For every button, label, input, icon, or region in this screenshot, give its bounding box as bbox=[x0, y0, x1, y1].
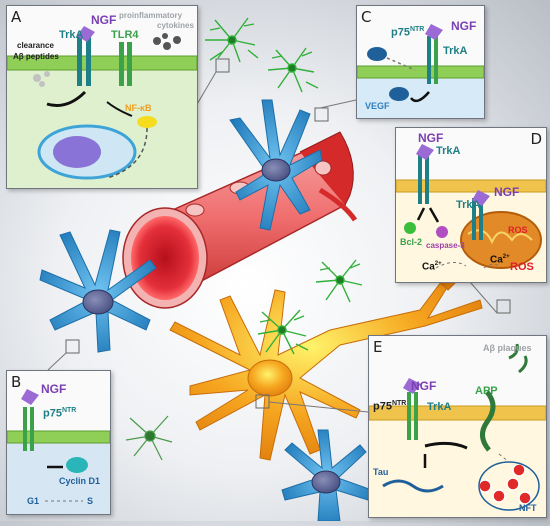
zoom-box-e bbox=[255, 394, 270, 409]
microglia-gray bbox=[125, 415, 173, 461]
panel-a-cytokines-line1: proinflammatory bbox=[119, 11, 183, 20]
panel-e-plaques-label: Aβ plaques bbox=[483, 343, 532, 353]
zoom-box-b bbox=[65, 339, 80, 354]
panel-e-p75-label: p75NTR bbox=[373, 400, 406, 413]
panel-e: E NGF p75NTR TrkA APP Aβ plaques Tau NFT bbox=[368, 335, 547, 518]
panel-b-g1-label: G1 bbox=[27, 496, 40, 506]
panel-d-graphic bbox=[396, 144, 546, 282]
panel-b-graphic bbox=[7, 389, 110, 514]
panel-d-ros2-label: ROS bbox=[510, 261, 534, 273]
panel-d-ca2-label: Ca2+ bbox=[490, 254, 510, 265]
microglia-center bbox=[257, 309, 309, 355]
panel-b-cyclin-label: Cyclin D1 bbox=[59, 476, 101, 486]
panel-c-ngf-label: NGF bbox=[451, 19, 477, 33]
panel-e-app-label: APP bbox=[475, 385, 498, 397]
microglia-middle bbox=[315, 259, 363, 303]
panel-d: D NGF TrkA NGF TrkA Bcl-2 caspase-3 Ca2+… bbox=[395, 127, 547, 283]
panel-c-p75-sup: NTR bbox=[409, 26, 425, 33]
panel-a-clearance-label: clearance bbox=[17, 41, 54, 50]
panel-c-p75-text: p75 bbox=[391, 26, 410, 39]
panel-e-nft-label: NFT bbox=[519, 503, 537, 513]
panel-b-letter: B bbox=[11, 373, 22, 391]
panel-b-s-label: S bbox=[87, 496, 94, 506]
panel-a-letter: A bbox=[11, 8, 22, 26]
panel-a-nfkb-label: NF-κB bbox=[125, 103, 152, 113]
astrocyte-bottom bbox=[281, 429, 373, 522]
panel-b-ngf-label: NGF bbox=[41, 382, 67, 396]
panel-b-p75-label: p75NTR bbox=[43, 407, 76, 420]
panel-d-ca1-text: Ca bbox=[422, 261, 435, 273]
panel-c: C NGF p75NTR TrkA VEGF bbox=[356, 5, 485, 119]
panel-d-ca2-sup: 2+ bbox=[502, 254, 510, 260]
panel-d-letter: D bbox=[530, 130, 542, 148]
panel-a-cytokines-line2: cytokines bbox=[157, 21, 194, 30]
panel-b: B NGF p75NTR Cyclin D1 G1 S bbox=[6, 370, 111, 515]
panel-d-caspase-label: caspase-3 bbox=[426, 241, 465, 250]
panel-c-p75-label: p75NTR bbox=[391, 26, 424, 39]
panel-a-abeta-label: Aβ peptides bbox=[13, 52, 59, 61]
panel-c-graphic bbox=[357, 24, 484, 118]
panel-e-tau-label: Tau bbox=[373, 467, 389, 477]
panel-a-graphic bbox=[7, 26, 197, 188]
panel-e-graphic bbox=[369, 343, 546, 517]
panel-d-bcl2-label: Bcl-2 bbox=[400, 237, 423, 247]
zoom-box-a bbox=[215, 58, 230, 73]
panel-c-letter: C bbox=[361, 8, 372, 26]
panel-d-ros1-label: ROS bbox=[508, 225, 528, 235]
microglia-top-1 bbox=[205, 17, 259, 63]
panel-e-trka-label: TrkA bbox=[427, 401, 452, 413]
panel-d-ca1-label: Ca2+ bbox=[422, 261, 442, 272]
panel-d-trka2-label: TrkA bbox=[456, 199, 481, 211]
panel-d-ngf2-label: NGF bbox=[494, 185, 520, 199]
panel-c-vegf-label: VEGF bbox=[365, 101, 390, 111]
panel-e-p75-text: p75 bbox=[373, 400, 392, 413]
panel-d-trka1-label: TrkA bbox=[436, 145, 461, 157]
astrocyte-left bbox=[39, 229, 157, 353]
panel-a: A NGF TrkA TLR4 clearance Aβ peptides pr… bbox=[6, 5, 198, 189]
panel-a-ngf-label: NGF bbox=[91, 13, 117, 27]
panel-e-p75-sup: NTR bbox=[391, 400, 407, 407]
panel-e-ngf-label: NGF bbox=[411, 379, 437, 393]
panel-b-p75-text: p75 bbox=[43, 407, 62, 420]
panel-d-ca2-text: Ca bbox=[490, 254, 503, 266]
zoom-box-d bbox=[496, 299, 511, 314]
panel-c-trka-label: TrkA bbox=[443, 45, 468, 57]
microglia-top-2 bbox=[267, 47, 319, 93]
blood-vessel bbox=[122, 131, 358, 309]
panel-e-letter: E bbox=[373, 338, 383, 356]
panel-b-p75-sup: NTR bbox=[61, 407, 77, 414]
zoom-box-c bbox=[314, 107, 329, 122]
zoom-connectors bbox=[47, 71, 498, 413]
panel-a-tlr4-label: TLR4 bbox=[111, 29, 139, 41]
astrocyte-on-vessel bbox=[229, 99, 323, 231]
panel-d-ngf1-label: NGF bbox=[418, 131, 444, 145]
panel-d-ca1-sup: 2+ bbox=[434, 261, 442, 267]
panel-a-trka-label: TrkA bbox=[59, 29, 84, 41]
